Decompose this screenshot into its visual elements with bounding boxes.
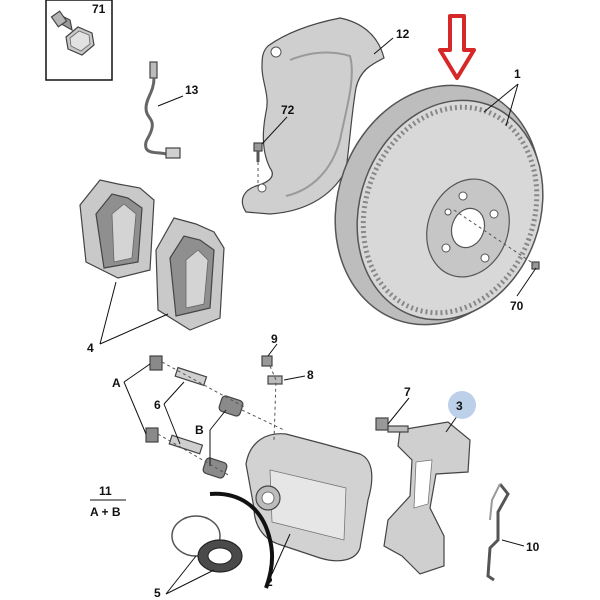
assembly-dashed-lines bbox=[157, 162, 535, 477]
label-2: 2 bbox=[266, 575, 273, 589]
caliper-bolt-icon bbox=[50, 10, 95, 56]
label-5: 5 bbox=[154, 586, 161, 600]
label-8: 8 bbox=[307, 368, 314, 382]
label-a: A bbox=[112, 376, 121, 390]
label-1: 1 bbox=[514, 67, 521, 81]
label-3: 3 bbox=[456, 399, 463, 413]
pin-boot-b-lower bbox=[202, 457, 228, 479]
dust-boot bbox=[197, 539, 243, 573]
label-6: 6 bbox=[154, 398, 161, 412]
wear-sensor-cable-icon bbox=[144, 61, 181, 159]
label-kit-contents: A + B bbox=[90, 505, 121, 519]
disc-edge-arc bbox=[209, 491, 275, 589]
highlight-callout-circle bbox=[448, 391, 476, 419]
bolt-71-inset: 71 bbox=[45, 0, 113, 81]
label-9: 9 bbox=[271, 332, 278, 346]
guide-pin-lower bbox=[145, 427, 204, 455]
label-70: 70 bbox=[510, 299, 524, 313]
pin-boot-b-upper bbox=[218, 395, 244, 417]
bleed-screw-icon bbox=[267, 375, 283, 385]
brake-pad-right bbox=[155, 217, 225, 331]
label-11: 11 bbox=[99, 484, 112, 498]
anti-rattle-spring bbox=[486, 483, 510, 582]
leader-lines bbox=[99, 37, 537, 595]
bleed-cap-icon bbox=[261, 355, 273, 367]
label-10: 10 bbox=[526, 540, 540, 554]
dust-shield bbox=[241, 17, 385, 215]
bracket-bolt-icon bbox=[375, 417, 409, 433]
label-12: 12 bbox=[396, 27, 410, 41]
label-7: 7 bbox=[404, 385, 411, 399]
highlight-arrow-icon bbox=[438, 14, 476, 80]
label-71: 71 bbox=[92, 2, 106, 16]
brake-disc bbox=[334, 84, 544, 326]
guide-pin-upper bbox=[149, 355, 208, 387]
label-13: 13 bbox=[185, 83, 199, 97]
label-b: B bbox=[195, 423, 204, 437]
brake-caliper bbox=[245, 433, 373, 562]
label-72: 72 bbox=[281, 103, 295, 117]
shield-bolt-icon bbox=[253, 142, 263, 162]
caliper-bracket bbox=[383, 421, 471, 575]
label-4: 4 bbox=[87, 341, 94, 355]
brake-pad-left bbox=[79, 179, 155, 279]
